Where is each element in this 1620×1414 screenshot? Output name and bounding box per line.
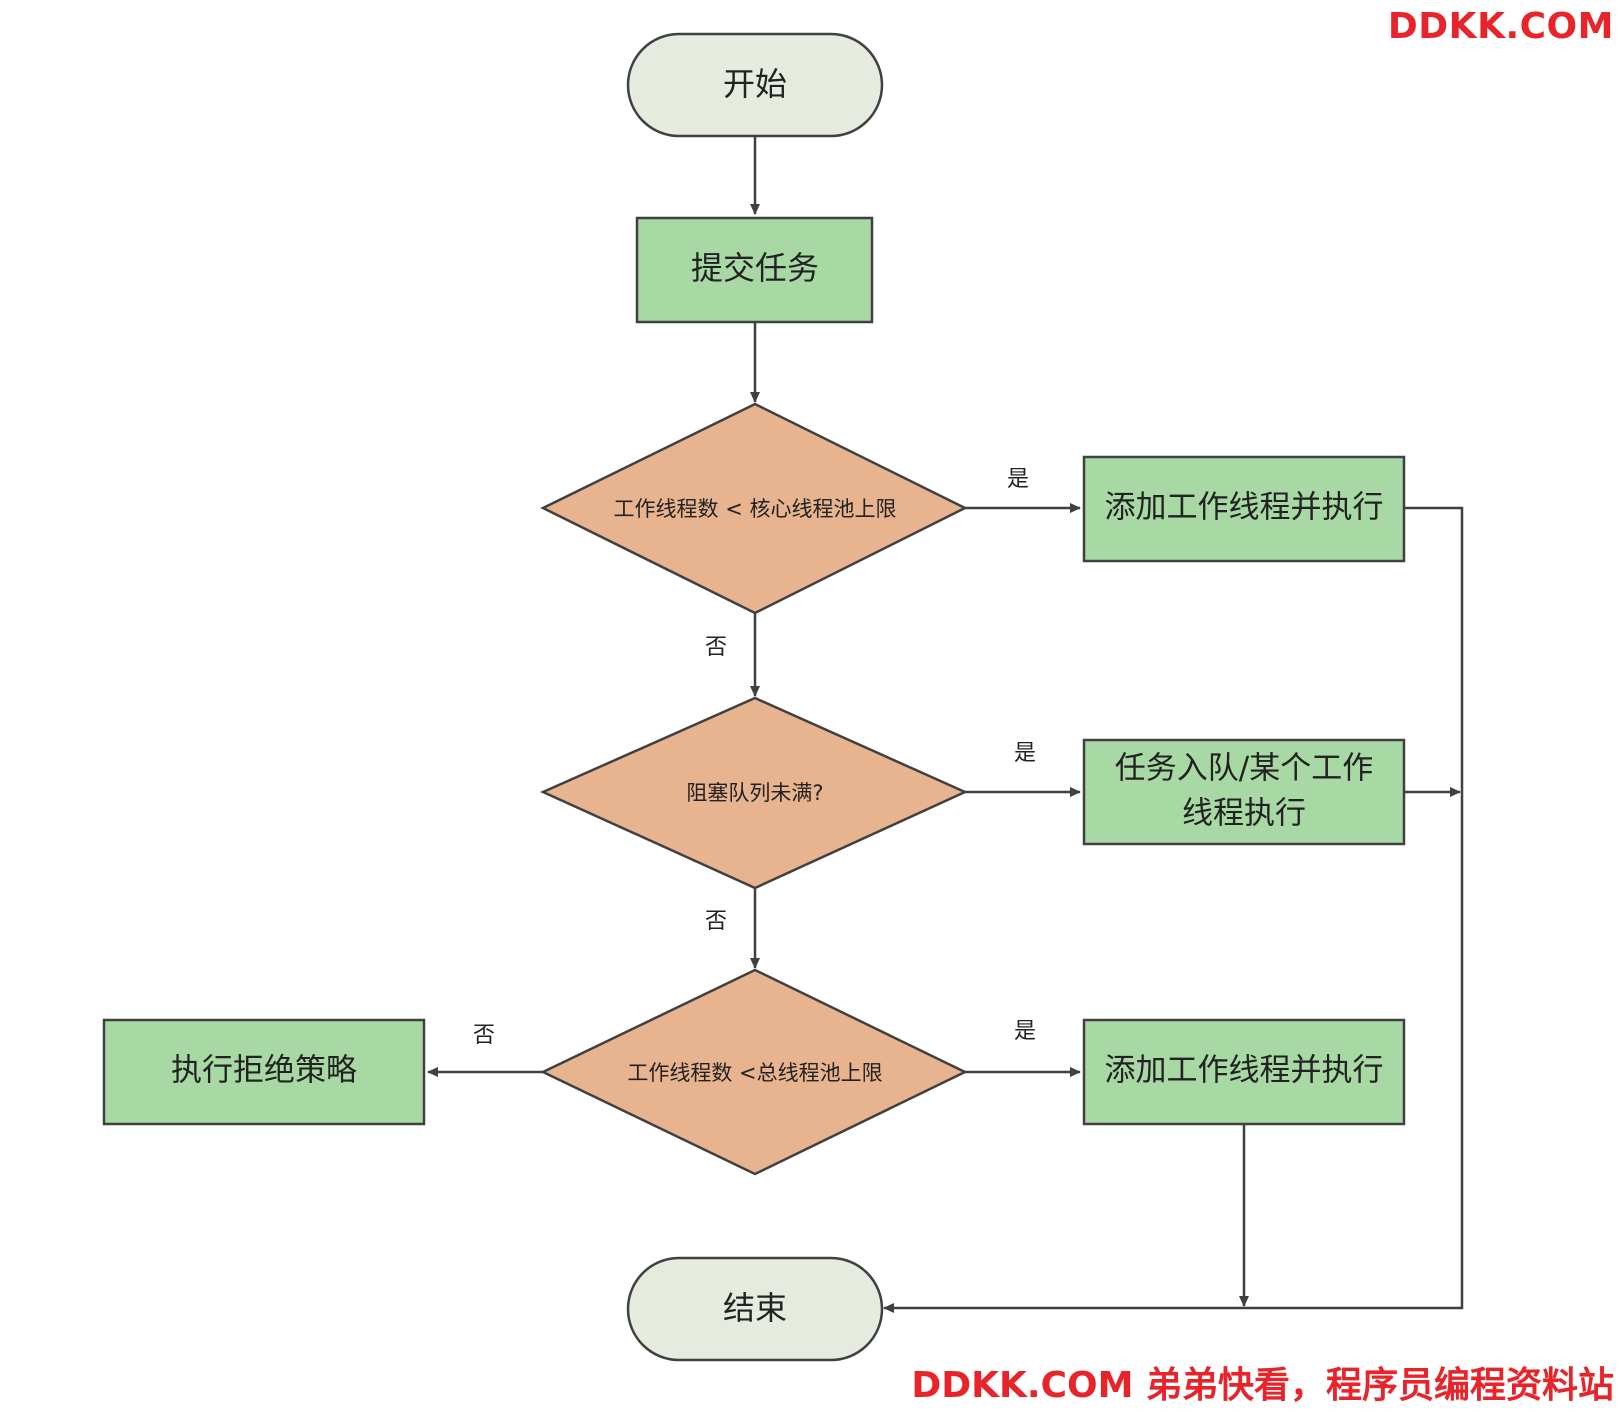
edge-label-d1-yes: 是 — [1007, 467, 1029, 492]
decision-queue-not-full: 阻塞队列未满? — [539, 696, 969, 890]
enqueue-node: 任务入队/某个工作 线程执行 — [1082, 738, 1406, 846]
edge-label-d1-no: 否 — [705, 635, 727, 660]
end-node: 结束 — [626, 1256, 884, 1362]
edge-labels: 是 否 是 否 是 否 — [473, 467, 1036, 1048]
edge-label-d2-yes: 是 — [1014, 741, 1036, 766]
watermark-bottom: DDKK.COM 弟弟快看，程序员编程资料站 — [911, 1365, 1614, 1406]
decision-queue-label: 阻塞队列未满? — [686, 781, 823, 805]
add-worker-label-2: 添加工作线程并执行 — [1105, 1053, 1384, 1089]
start-node: 开始 — [626, 32, 884, 138]
decision-core-pool: 工作线程数 < 核心线程池上限 — [540, 402, 968, 615]
start-label: 开始 — [723, 65, 787, 103]
decision-max-pool-label: 工作线程数 <总线程池上限 — [627, 1061, 882, 1085]
reject-label: 执行拒绝策略 — [171, 1053, 357, 1089]
watermark-top: DDKK.COM — [1387, 6, 1614, 47]
submit-task-label: 提交任务 — [691, 249, 819, 287]
end-label: 结束 — [723, 1289, 787, 1327]
enqueue-label-line1: 任务入队/某个工作 — [1115, 751, 1373, 787]
enqueue-label-line2: 线程执行 — [1182, 796, 1306, 832]
edge-label-d3-yes: 是 — [1014, 1019, 1036, 1044]
connectors — [427, 136, 1464, 1313]
decision-core-pool-label: 工作线程数 < 核心线程池上限 — [614, 497, 897, 521]
edge-label-d3-no: 否 — [473, 1023, 495, 1048]
add-worker-node-2: 添加工作线程并执行 — [1082, 1018, 1406, 1126]
reject-node: 执行拒绝策略 — [102, 1018, 426, 1126]
add-worker-node-1: 添加工作线程并执行 — [1082, 455, 1406, 563]
decision-max-pool: 工作线程数 <总线程池上限 — [540, 968, 968, 1176]
edge-label-d2-no: 否 — [705, 909, 727, 934]
submit-task-node: 提交任务 — [635, 216, 874, 324]
add-worker-label-1: 添加工作线程并执行 — [1105, 490, 1384, 526]
edge-add-worker-1-to-merge — [883, 506, 1464, 1313]
